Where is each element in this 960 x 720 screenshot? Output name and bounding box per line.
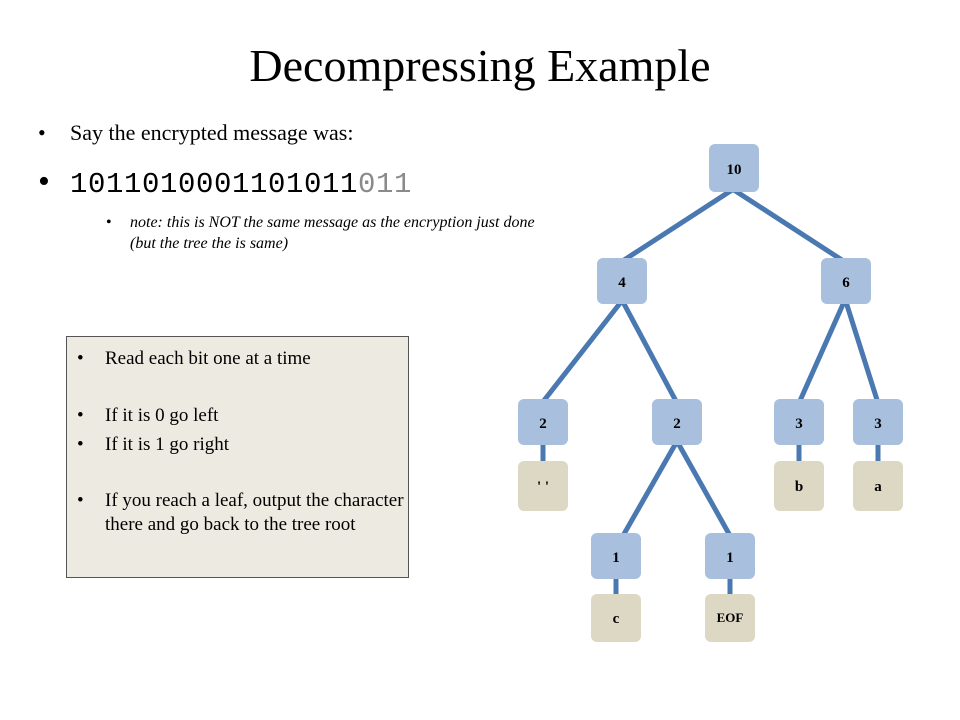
edge-root-left bbox=[618, 187, 735, 265]
tree-node-root: 10 bbox=[709, 144, 759, 192]
tree-edges bbox=[539, 187, 881, 599]
rule-text: Read each bit one at a time bbox=[105, 348, 311, 369]
bitstring-main: 1011010001101011 bbox=[70, 168, 359, 201]
bitstring: 1011010001101011011 bbox=[70, 165, 412, 205]
bullet-dot: • bbox=[77, 434, 84, 455]
rule-item: • Read each bit one at a time bbox=[77, 347, 405, 371]
leaf-label: EOF bbox=[717, 610, 744, 625]
node-label: 3 bbox=[795, 416, 803, 432]
bullet-dot: • bbox=[38, 163, 50, 200]
bullet-dot: • bbox=[77, 490, 84, 511]
bitstring-tail: 011 bbox=[358, 168, 413, 201]
tree-leaf-eof: EOF bbox=[705, 594, 755, 642]
node-label: 2 bbox=[539, 416, 547, 432]
bullet-dot: • bbox=[77, 405, 84, 426]
tree-node-lrl: 1 bbox=[591, 533, 641, 579]
node-label: 3 bbox=[874, 416, 882, 432]
rule-item: • If it is 1 go right bbox=[77, 433, 405, 457]
node-label: 1 bbox=[612, 550, 620, 566]
rule-text: If it is 1 go right bbox=[105, 434, 230, 455]
tree-node-right: 6 bbox=[821, 258, 871, 304]
edge-4-right bbox=[620, 299, 680, 406]
rules-box: • Read each bit one at a time • If it is… bbox=[66, 336, 409, 578]
tree-node-lrr: 1 bbox=[705, 533, 755, 579]
tree-leaf-b: b bbox=[774, 461, 824, 511]
page-title: Decompressing Example bbox=[249, 40, 711, 91]
tree-node-ll: 2 bbox=[518, 399, 568, 445]
edge-2-left bbox=[617, 440, 679, 544]
tree-node-rl: 3 bbox=[774, 399, 824, 445]
edge-6-right bbox=[843, 299, 881, 406]
leaf-label: ' ' bbox=[537, 479, 549, 495]
note-text: note: this is NOT the same message as th… bbox=[130, 214, 535, 252]
tree-node-lr: 2 bbox=[652, 399, 702, 445]
bullet-dot: • bbox=[106, 214, 112, 231]
node-label: 4 bbox=[618, 275, 626, 291]
bullet-dot: • bbox=[38, 120, 46, 145]
leaf-label: a bbox=[874, 479, 882, 495]
tree-leaf-space: ' ' bbox=[518, 461, 568, 511]
node-label: 2 bbox=[673, 416, 681, 432]
leaf-label: b bbox=[795, 479, 803, 495]
edge-root-right bbox=[731, 187, 848, 265]
message-intro-text: Say the encrypted message was: bbox=[70, 120, 354, 145]
rule-text: If you reach a leaf, output the characte… bbox=[105, 490, 404, 535]
rule-text: If it is 0 go left bbox=[105, 405, 219, 426]
edge-4-left bbox=[539, 299, 624, 406]
rule-item: • If it is 0 go left bbox=[77, 404, 405, 428]
tree-leaf-c: c bbox=[591, 594, 641, 642]
tree-node-left: 4 bbox=[597, 258, 647, 304]
node-label: 1 bbox=[726, 550, 734, 566]
tree-leaf-a: a bbox=[853, 461, 903, 511]
rule-item: • If you reach a leaf, output the charac… bbox=[77, 489, 405, 537]
tree-node-rr: 3 bbox=[853, 399, 903, 445]
bullet-dot: • bbox=[77, 348, 84, 369]
node-label: 6 bbox=[842, 275, 850, 291]
edge-2-right bbox=[675, 440, 736, 544]
edge-6-left bbox=[796, 299, 847, 406]
node-label: 10 bbox=[727, 162, 742, 178]
bullet-note: • note: this is NOT the same message as … bbox=[106, 212, 550, 254]
leaf-label: c bbox=[613, 611, 620, 627]
